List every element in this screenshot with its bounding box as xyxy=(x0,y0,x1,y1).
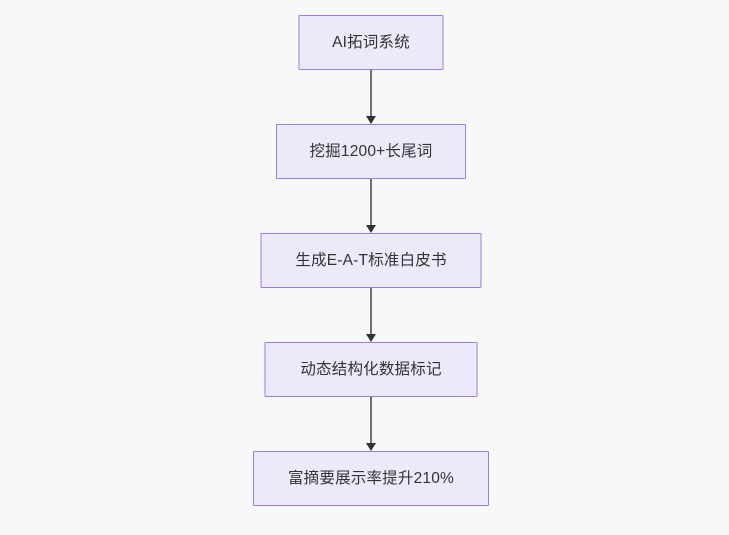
arrowhead-down-icon xyxy=(366,443,376,451)
edge-line-icon xyxy=(370,70,372,117)
arrowhead-down-icon xyxy=(366,116,376,124)
flow-edge-n4-to-n5 xyxy=(365,397,377,451)
edge-line-icon xyxy=(370,179,372,226)
arrowhead-down-icon xyxy=(366,225,376,233)
flow-edge-n2-to-n3 xyxy=(365,179,377,233)
flow-edge-n3-to-n4 xyxy=(365,288,377,342)
arrowhead-down-icon xyxy=(366,334,376,342)
flow-node-n5[interactable]: 富摘要展示率提升210% xyxy=(253,451,489,506)
flow-node-label: AI拓词系统 xyxy=(332,33,410,51)
flow-node-label: 挖掘1200+长尾词 xyxy=(309,142,433,160)
flow-node-label: 动态结构化数据标记 xyxy=(300,360,442,378)
edge-line-icon xyxy=(370,397,372,444)
flow-node-label: 生成E-A-T标准白皮书 xyxy=(295,251,447,269)
flow-node-label: 富摘要展示率提升210% xyxy=(287,469,455,487)
flow-node-n4[interactable]: 动态结构化数据标记 xyxy=(264,342,478,397)
flow-node-n1[interactable]: AI拓词系统 xyxy=(298,15,444,70)
flow-edge-n1-to-n2 xyxy=(365,70,377,124)
flow-node-n3[interactable]: 生成E-A-T标准白皮书 xyxy=(260,233,482,288)
flow-node-n2[interactable]: 挖掘1200+长尾词 xyxy=(276,124,466,179)
edge-line-icon xyxy=(370,288,372,335)
